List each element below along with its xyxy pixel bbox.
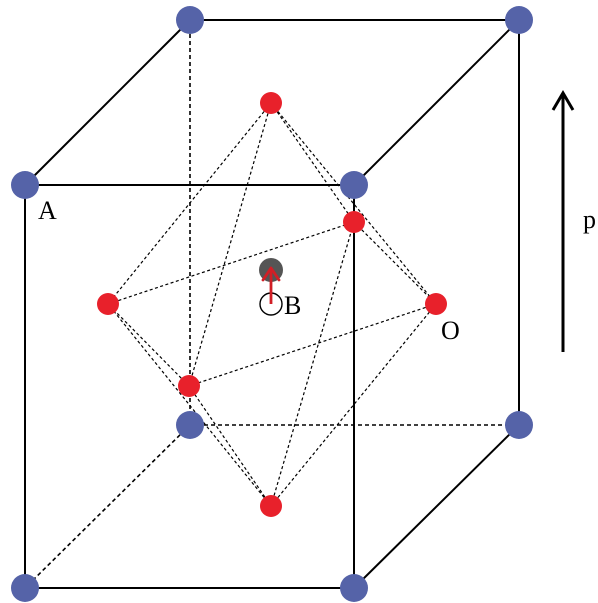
b-displacement-arrow-icon: [261, 266, 281, 304]
octahedron-edge: [270, 221, 355, 507]
a-atom: [11, 574, 39, 602]
a-atom: [505, 411, 533, 439]
a-atom: [176, 6, 204, 34]
octahedron-edge: [188, 102, 272, 387]
octahedron-edge: [188, 385, 272, 507]
cube-edge-hidden-diagonal: [24, 424, 191, 589]
o-atom: [178, 375, 200, 397]
a-atom: [176, 411, 204, 439]
cube-edge-bottom-right: [353, 424, 520, 589]
octahedron-edge: [353, 221, 437, 305]
o-atom: [260, 495, 282, 517]
octahedron-edge: [107, 102, 272, 305]
cube-edge-top-right: [353, 19, 520, 186]
octahedron-edge: [107, 303, 272, 507]
octahedron-edge: [107, 303, 190, 387]
a-atom: [11, 171, 39, 199]
cube-edge-top-left: [24, 19, 191, 186]
octahedron-edge: [107, 221, 355, 305]
b-site-label: B: [284, 291, 301, 320]
oxygen-octahedron-edges: [107, 102, 437, 507]
octahedron-edge: [270, 303, 437, 507]
polarization-arrow-icon: [551, 90, 575, 352]
octahedron-edge: [270, 102, 355, 223]
a-atom: [340, 574, 368, 602]
o-atom: [260, 92, 282, 114]
a-atom: [505, 6, 533, 34]
cube-visible-edges: [24, 19, 520, 589]
o-site-atoms: [97, 92, 447, 517]
polarization-label: p: [583, 205, 596, 234]
o-atom: [425, 293, 447, 315]
o-atom: [343, 211, 365, 233]
a-atom: [340, 171, 368, 199]
b-site: [259, 258, 283, 316]
octahedron-edge: [188, 303, 437, 387]
a-site-atoms: [11, 6, 533, 602]
a-site-label: A: [38, 196, 57, 225]
o-site-label: O: [441, 316, 460, 345]
octahedron-edge: [270, 102, 437, 305]
o-atom: [97, 293, 119, 315]
